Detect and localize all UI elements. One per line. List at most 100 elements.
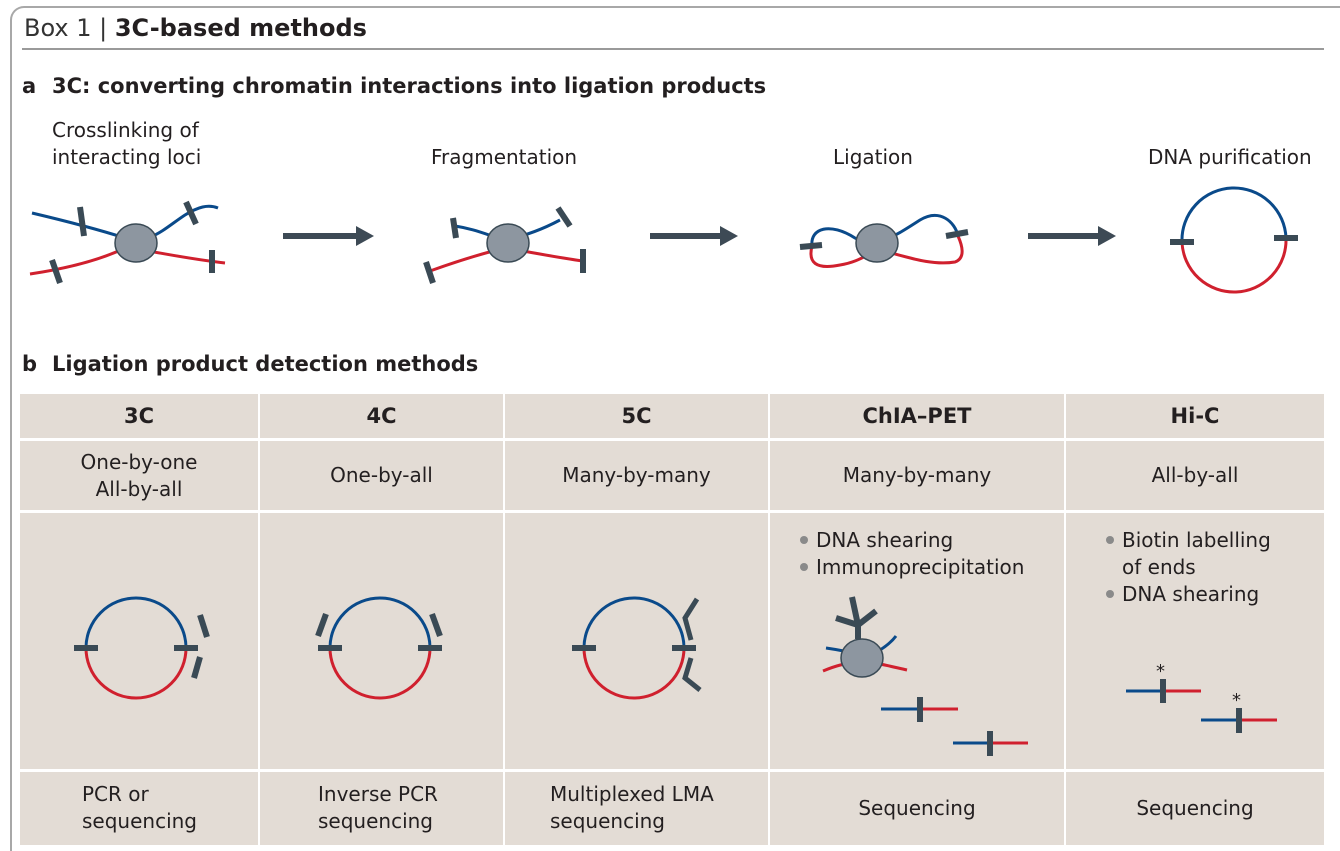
3c-detection-diagram <box>74 596 210 700</box>
red-arc <box>84 647 188 700</box>
scope-hi-c: All-by-all <box>1151 463 1239 487</box>
chia-pet-step-item: Immunoprecipitation <box>800 554 1024 581</box>
box-prefix: Box 1 | <box>24 14 115 42</box>
fragment-end-marker <box>555 206 573 228</box>
chia-pet-detection-diagram <box>822 596 1028 756</box>
ligation-diagram <box>799 213 969 268</box>
restriction-site-marker <box>49 259 63 284</box>
fragmentation-diagram <box>423 206 586 284</box>
antibody-icon <box>835 596 878 639</box>
hi-c-step-item: DNA shearing <box>1106 581 1271 608</box>
detection-4c: Inverse PCR sequencing <box>318 781 438 835</box>
blue-arc <box>582 596 686 649</box>
title-rule <box>22 48 1324 50</box>
step-dna-purification-label: DNA purification <box>1148 145 1312 169</box>
step-ligation-label: Ligation <box>833 145 913 169</box>
biotin-asterisk: * <box>1156 661 1165 682</box>
blue-arc <box>1180 186 1288 243</box>
ligation-junction-marker <box>799 242 823 250</box>
blue-strand <box>879 635 898 652</box>
step-fragmentation-label: Fragmentation <box>431 145 578 169</box>
arrow-head <box>720 226 738 246</box>
hi-c-steps: Biotin labelling of ends DNA shearing <box>1106 527 1271 608</box>
bullet-dot <box>1106 589 1114 598</box>
table-col-divider <box>258 394 260 772</box>
hi-c-step-text: Biotin labelling <box>1122 528 1271 552</box>
fragment-end-marker <box>423 261 436 284</box>
hi-c-step-text: DNA shearing <box>1122 582 1260 606</box>
column-header-hi-c: Hi-C <box>1170 403 1220 428</box>
table-col-divider <box>768 394 770 772</box>
detection-3c-line2: sequencing <box>82 809 197 833</box>
ligation-junction-marker <box>945 229 969 239</box>
detection-5c: Multiplexed LMA sequencing <box>550 781 714 835</box>
table-col-divider <box>503 394 505 772</box>
column-header-4c: 4C <box>366 403 397 428</box>
biotin-asterisk: * <box>1232 690 1241 711</box>
5c-detection-diagram <box>572 596 702 700</box>
section-b-title: Ligation product detection methods <box>52 352 479 376</box>
chia-pet-steps: DNA shearing Immunoprecipitation <box>800 527 1024 581</box>
chia-pet-step-text: DNA shearing <box>816 528 954 552</box>
scope-chia-pet: Many-by-many <box>842 463 992 487</box>
bullet-dot <box>800 562 808 571</box>
column-header-5c: 5C <box>621 403 652 428</box>
chia-pet-step-text: Immunoprecipitation <box>816 555 1025 579</box>
red-arc <box>1180 237 1288 294</box>
primer-marker <box>191 656 203 679</box>
section-b-heading: b Ligation product detection methods <box>22 352 478 376</box>
crosslinked-protein <box>840 638 884 678</box>
primer-marker <box>429 612 443 638</box>
detection-4c-line2: sequencing <box>318 809 433 833</box>
table-col-divider <box>503 769 505 845</box>
column-header-chia-pet: ChIA–PET <box>862 403 972 428</box>
detection-5c-line1: Multiplexed LMA <box>550 782 714 806</box>
table-divider-detection <box>20 769 1324 772</box>
blue-arc <box>84 596 188 649</box>
box-title: Box 1 | 3C-based methods <box>24 14 367 42</box>
table-divider-scope <box>20 510 1324 513</box>
crosslinking-diagram <box>29 200 226 284</box>
ligation-primer-pair <box>682 597 700 641</box>
crosslinked-protein <box>855 223 899 263</box>
detection-5c-line2: sequencing <box>550 809 665 833</box>
detection-chia-pet: Sequencing <box>858 796 976 820</box>
table-col-divider <box>768 769 770 845</box>
scope-3c-line2: All-by-all <box>95 476 183 501</box>
box-title-text: 3C-based methods <box>114 14 367 42</box>
bullet-dot <box>1106 535 1114 544</box>
step-crosslinking-label: Crosslinking of interacting loci <box>52 117 201 171</box>
restriction-site-marker <box>183 200 199 226</box>
box-frame <box>10 6 1340 851</box>
table-col-divider <box>1064 769 1066 845</box>
scope-5c: Many-by-many <box>562 463 711 487</box>
crosslinked-protein <box>114 223 158 263</box>
column-header-3c: 3C <box>123 403 155 428</box>
scope-3c-line1: One-by-one <box>80 449 198 474</box>
table-divider-header <box>20 438 1324 441</box>
fragment-end-marker <box>450 217 459 239</box>
chia-pet-step-item: DNA shearing <box>800 527 1024 554</box>
arrow-head <box>356 226 374 246</box>
hi-c-detection-diagram <box>1126 679 1277 733</box>
detection-hi-c: Sequencing <box>1136 796 1254 820</box>
section-b-letter: b <box>22 352 38 376</box>
scope-4c: One-by-all <box>330 463 433 487</box>
bullet-dot <box>800 535 808 544</box>
restriction-site-marker <box>77 206 87 237</box>
red-arc <box>328 647 432 700</box>
red-strand <box>879 662 908 672</box>
detection-3c-line1: PCR or <box>82 782 149 806</box>
primer-marker <box>315 612 329 638</box>
4c-detection-diagram <box>315 596 443 700</box>
step-crosslinking-line1: Crosslinking of <box>52 118 199 142</box>
purified-dna-circle <box>1170 186 1298 294</box>
ligation-primer-pair <box>682 657 702 692</box>
primer-marker <box>197 614 210 638</box>
hi-c-step-continuation: of ends <box>1122 555 1196 579</box>
detection-4c-line1: Inverse PCR <box>318 782 438 806</box>
step-crosslinking-line2: interacting loci <box>52 145 202 169</box>
blue-arc <box>328 596 432 649</box>
